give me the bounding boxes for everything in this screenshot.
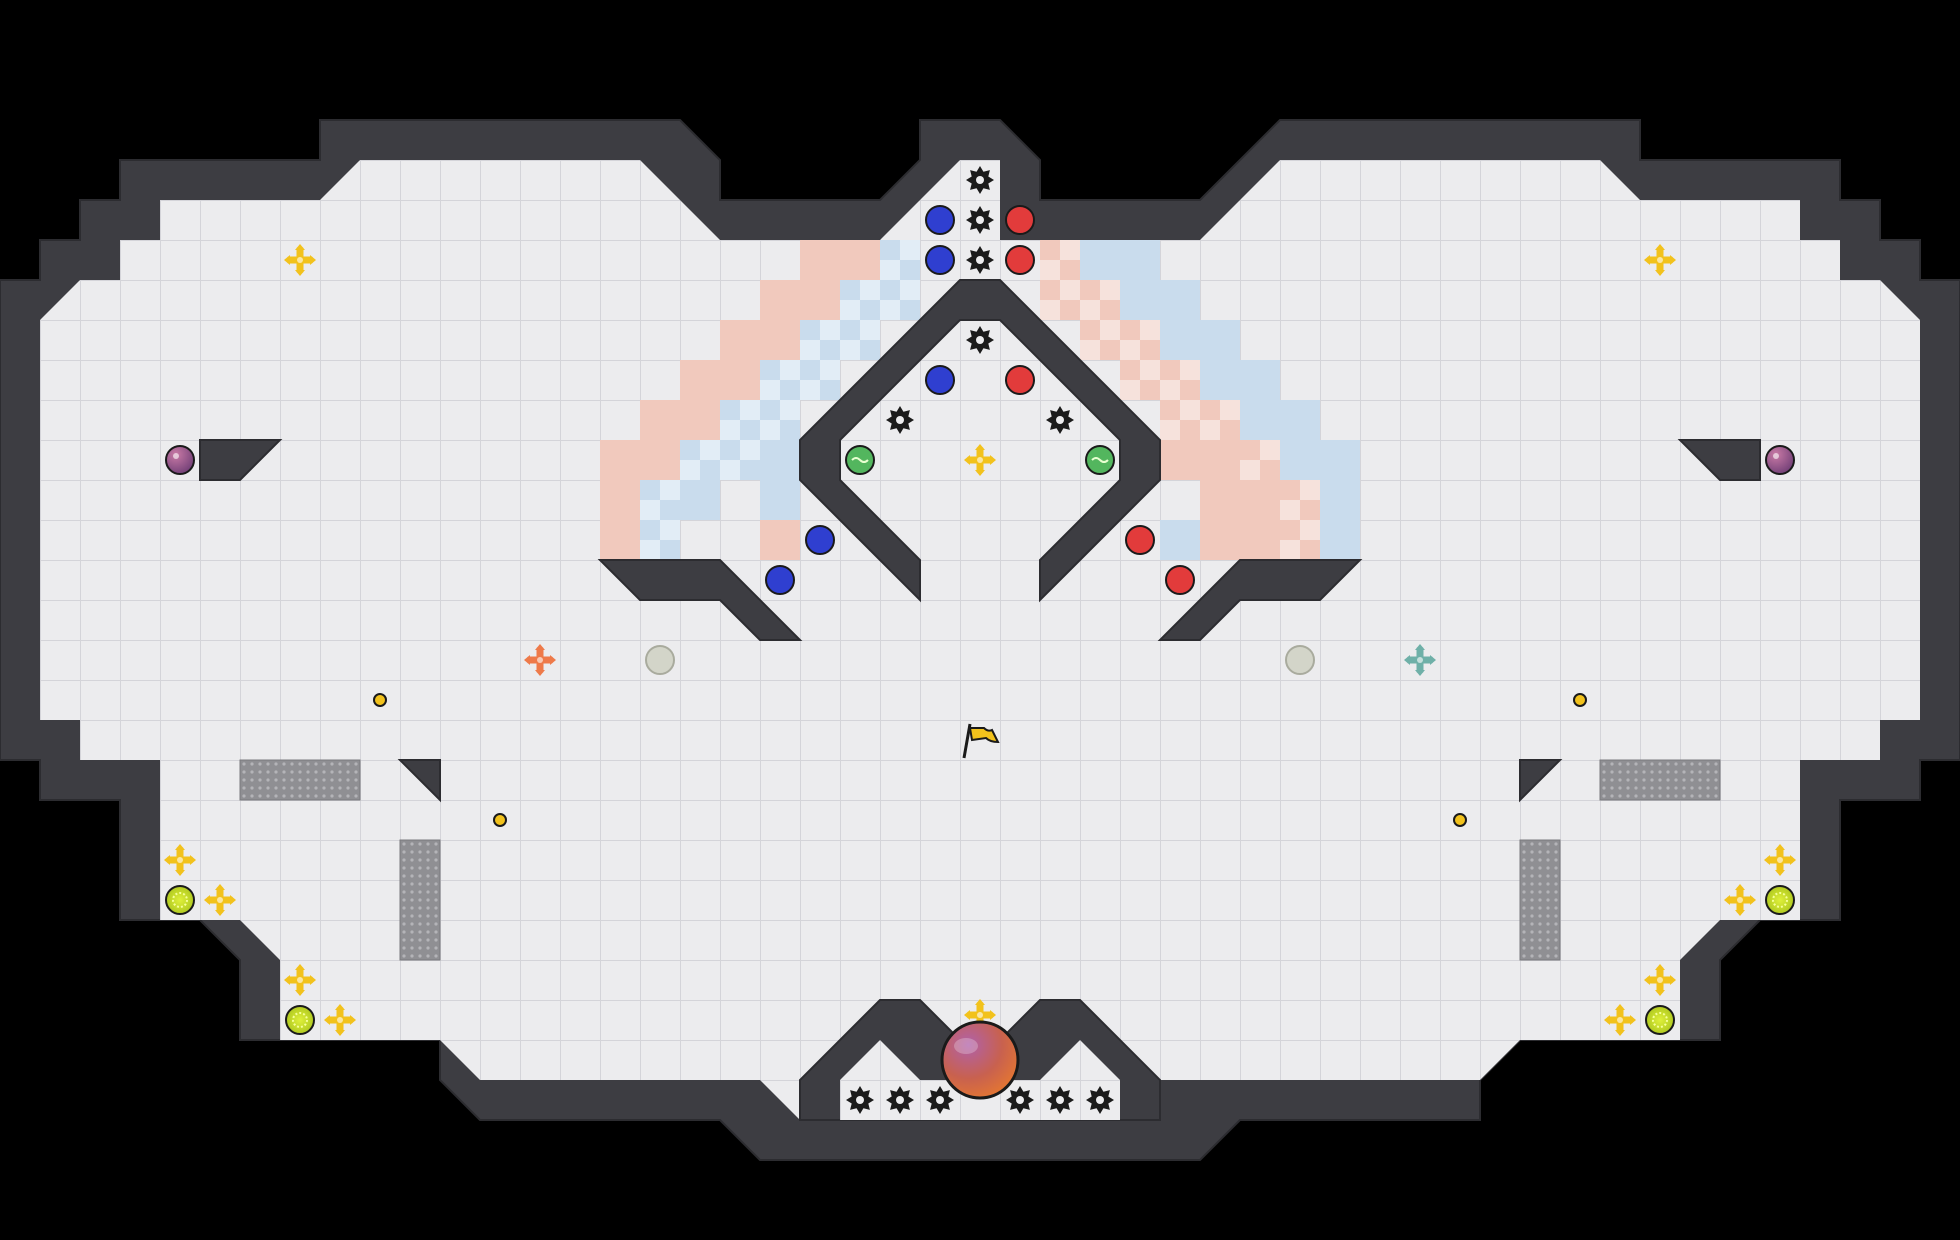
spike-icon — [966, 206, 994, 234]
blue-ball — [925, 365, 955, 395]
gate-tiles — [239, 759, 1721, 961]
neutral-marker-icon — [645, 645, 675, 675]
powerup-icon — [165, 885, 195, 915]
boost-icon — [964, 444, 996, 476]
blue-zone-left — [640, 240, 920, 560]
portal-icon — [845, 445, 875, 475]
player-marble — [940, 1020, 1020, 1100]
red-ball — [1005, 205, 1035, 235]
boost-icon — [1644, 964, 1676, 996]
boost-icon — [284, 964, 316, 996]
boost-icon — [1724, 884, 1756, 916]
button-icon — [493, 813, 507, 827]
floor — [40, 160, 1920, 1120]
portal-icon — [1085, 445, 1115, 475]
powerup-icon — [1765, 885, 1795, 915]
blue-ball — [765, 565, 795, 595]
button-icon — [373, 693, 387, 707]
boost-icon — [164, 844, 196, 876]
red-ball — [1165, 565, 1195, 595]
blue-ball — [925, 205, 955, 235]
spike-icon — [886, 1086, 914, 1114]
spike-icon — [1086, 1086, 1114, 1114]
spike-icon — [1046, 1086, 1074, 1114]
bomb-icon — [165, 445, 195, 475]
bomb-icon — [1765, 445, 1795, 475]
spike-icon — [1006, 1086, 1034, 1114]
boost-icon — [1764, 844, 1796, 876]
red-zone-right — [1040, 240, 1320, 560]
spike-icon — [926, 1086, 954, 1114]
spike-icon — [966, 246, 994, 274]
spike-icon — [966, 326, 994, 354]
yellow-flag-icon — [962, 723, 1000, 759]
boost-icon — [1604, 1004, 1636, 1036]
blue-ball — [805, 525, 835, 555]
blue-zone-right — [1080, 240, 1360, 560]
red-boost-icon — [524, 644, 556, 676]
spike-icon — [886, 406, 914, 434]
neutral-marker-icon — [1285, 645, 1315, 675]
powerup-icon — [285, 1005, 315, 1035]
red-ball — [1005, 245, 1035, 275]
boost-icon — [204, 884, 236, 916]
boost-icon — [324, 1004, 356, 1036]
button-icon — [1573, 693, 1587, 707]
spike-icon — [1046, 406, 1074, 434]
button-icon — [1453, 813, 1467, 827]
boost-icon — [284, 244, 316, 276]
blue-boost-icon — [1404, 644, 1436, 676]
red-ball — [1125, 525, 1155, 555]
boost-icon — [1644, 244, 1676, 276]
spike-icon — [966, 166, 994, 194]
spike-icon — [846, 1086, 874, 1114]
blue-ball — [925, 245, 955, 275]
powerup-icon — [1645, 1005, 1675, 1035]
red-ball — [1005, 365, 1035, 395]
